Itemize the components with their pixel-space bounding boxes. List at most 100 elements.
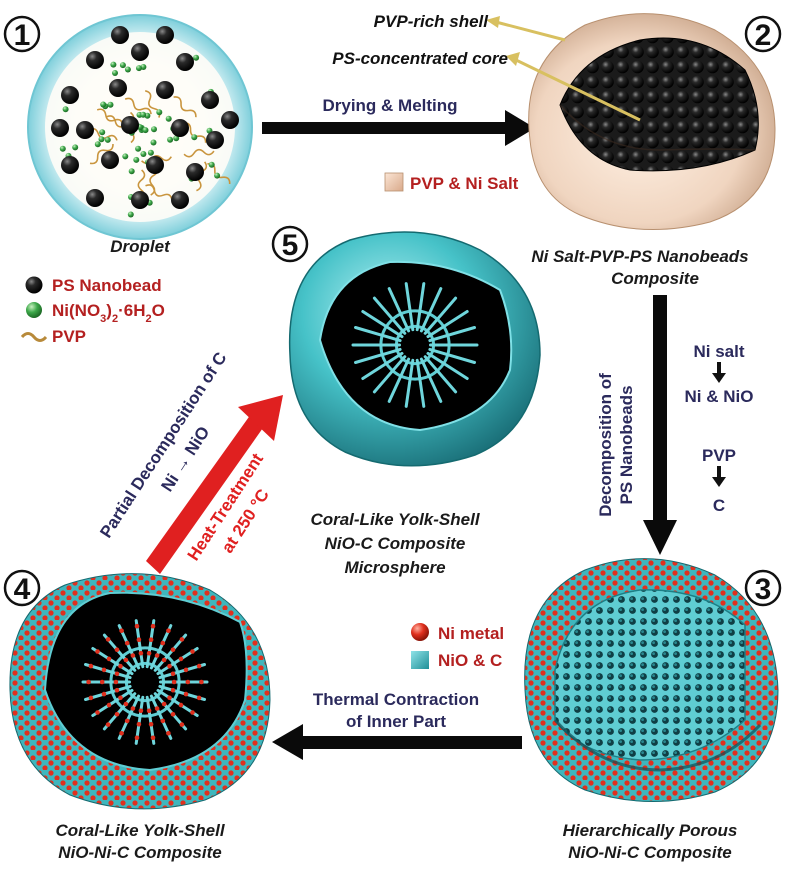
pvp-chain: [173, 96, 197, 118]
ni-particle: [114, 687, 120, 693]
coral-spike: [361, 351, 404, 380]
coral-spike: [423, 296, 458, 335]
yolk-shell-nio-c-illustration: [288, 231, 541, 467]
ps-nanobead: [131, 43, 149, 61]
ni-salt-dot: [150, 139, 157, 146]
ps-nanobead: [171, 191, 189, 209]
ni-particle: [199, 679, 204, 685]
nanobead-composite-illustration: [528, 13, 776, 231]
yolk5-caption-line1: Coral-Like Yolk-Shell: [310, 510, 480, 529]
ni-particle: [167, 663, 172, 669]
coral-spike: [415, 282, 426, 332]
yolk5-caption-line3: Microsphere: [344, 558, 445, 577]
coral-spike: [415, 358, 426, 408]
ni-particle: [161, 657, 167, 663]
ni-particle: [101, 667, 107, 673]
ni-particle: [130, 653, 136, 658]
coral-spike: [419, 357, 443, 403]
ni-salt-dot: [208, 161, 215, 168]
ni-particle: [138, 650, 144, 656]
ps-nanobead: [221, 111, 239, 129]
ni-salt-dot: [133, 156, 140, 163]
porous-composite-illustration: [524, 558, 779, 802]
svg-text:3: 3: [755, 573, 772, 606]
label-pvp-rich-shell: PVP-rich shell: [374, 12, 490, 31]
ni-salt-dot: [110, 61, 117, 68]
ni-particle: [95, 710, 100, 715]
ni-particle: [183, 691, 189, 697]
pvp-chain: [96, 108, 124, 126]
legend-ni-metal: Ni metal: [438, 624, 504, 643]
ni-particle: [154, 706, 160, 711]
ps-nanobead: [121, 116, 139, 134]
ps-nanobead: [111, 26, 129, 44]
legend-pvp: PVP: [52, 327, 86, 346]
coral-spike: [361, 310, 404, 339]
ni-particle: [183, 667, 189, 673]
ni-particle: [161, 701, 167, 707]
legend-ps-nanobead: PS Nanobead: [52, 276, 162, 295]
ni-particle: [99, 679, 105, 685]
ni-particle: [148, 637, 154, 642]
ni-salt-dot: [124, 66, 131, 73]
svg-text:4: 4: [14, 573, 31, 606]
ni-particle: [146, 650, 152, 656]
pvp-chain: [145, 184, 173, 201]
ni-salt-dot: [151, 126, 157, 133]
ni-particle: [106, 656, 112, 662]
reaction-pvp: PVP: [702, 446, 736, 465]
ps-nanobead-icon: [25, 276, 43, 294]
droplet-illustration: [27, 14, 253, 240]
ni-particle: [150, 623, 156, 629]
ni-salt-dot: [59, 145, 66, 152]
ni-particle: [154, 653, 160, 658]
ni-particle: [170, 687, 176, 693]
ps-nanobead: [101, 151, 119, 169]
yolk5-caption-line2: NiO-C Composite: [325, 534, 466, 553]
ni-salt-dot: [140, 151, 147, 157]
ni-particle: [118, 695, 123, 701]
ni-particle: [160, 718, 166, 724]
porous-caption-line1: Hierarchically Porous: [563, 821, 738, 840]
nio-c-swatch: [411, 651, 429, 669]
ni-salt-dot: [107, 101, 114, 108]
ni-particle: [123, 701, 129, 707]
ni-salt-dot: [112, 70, 118, 76]
ni-salt-dot: [136, 65, 142, 72]
ni-particle: [178, 656, 184, 662]
ni-particle: [119, 731, 124, 736]
ps-nanobead: [176, 53, 194, 71]
ni-particle: [166, 731, 171, 736]
reaction-ni-nio: Ni & NiO: [685, 387, 754, 406]
reaction-ni-salt: Ni salt: [693, 342, 744, 361]
ni-particle: [178, 702, 184, 708]
ni-particle: [106, 702, 112, 708]
ni-particle: [136, 722, 142, 727]
ni-particle: [190, 710, 195, 715]
ni-particle: [113, 679, 119, 685]
ni-particle: [167, 695, 172, 701]
ps-nanobead: [86, 189, 104, 207]
ps-nanobead: [109, 79, 127, 97]
ni-particle: [134, 735, 140, 741]
nanobead-caption-line2: Composite: [611, 269, 699, 288]
ps-nanobead: [61, 86, 79, 104]
ni-particle: [124, 718, 130, 724]
shell-core-pointers: [486, 16, 641, 122]
ni-particle: [171, 679, 177, 685]
legend-pvp-ni-salt-label: PVP & Ni Salt: [410, 174, 519, 193]
pvp-chain: [89, 143, 114, 165]
ni-salt-dot: [62, 106, 69, 113]
ni-particle: [170, 671, 176, 677]
ps-nanobead: [156, 81, 174, 99]
legend-ni-nitrate: Ni(NO3)2·6H2O: [52, 301, 165, 325]
ni-particle: [118, 663, 123, 669]
svg-text:5: 5: [282, 229, 299, 262]
label-ps-core: PS-concentrated core: [332, 49, 508, 68]
yolk4-caption-line1: Coral-Like Yolk-Shell: [55, 821, 225, 840]
ps-nanobead: [146, 156, 164, 174]
ni-particle: [105, 637, 111, 642]
ni-salt-dot: [99, 129, 106, 136]
coral-spike: [426, 351, 469, 380]
